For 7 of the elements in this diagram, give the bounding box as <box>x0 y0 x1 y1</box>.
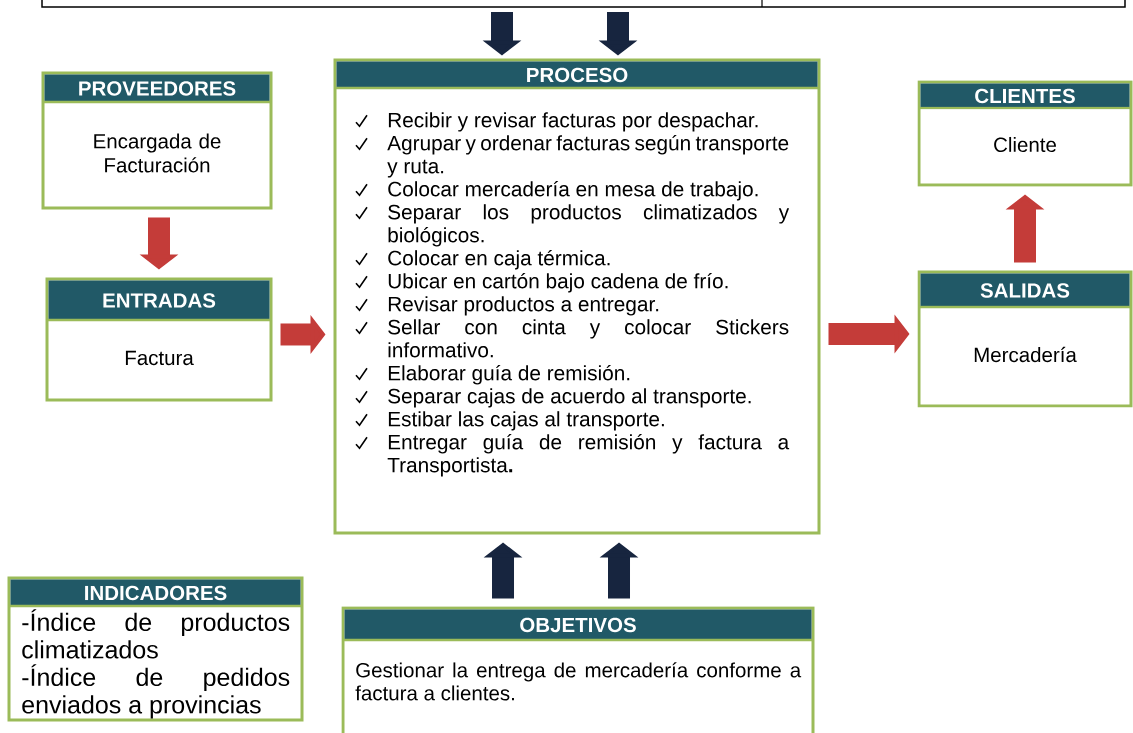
titled-box: PROVEEDORES Encargada de Facturación <box>41 71 273 210</box>
titled-box: ENTRADAS Factura <box>45 277 273 402</box>
titled-box: CLIENTES Cliente <box>917 80 1133 187</box>
titled-box: SALIDAS Mercadería <box>917 270 1133 408</box>
titled-box: OBJETIVOS Gestionar la entrega de mercadería conforme a factura a clientes. <box>341 606 815 733</box>
titled-box: INDICADORES -Índice de productos climatizados -Índice de pedidos enviados a provincias <box>7 576 304 722</box>
titled-box: PROCESO Recibir y revisar facturas por despachar. Agrupar y ordenar facturas según transporte y ruta. Colocar mercadería en mesa de trabajo. Separar los productos climatizados y biológicos. Colocar en caja térmica. Ubicar en cartón bajo cadena de frío. Revisar productos a entregar. Sellar con cinta y colocar Stickers informativo. Elaborar guía de remisión. Separar cajas de acuerdo al transporte. Estibar las cajas al transporte. Entregar guía de remisión y factura a Transportista. <box>333 58 821 535</box>
